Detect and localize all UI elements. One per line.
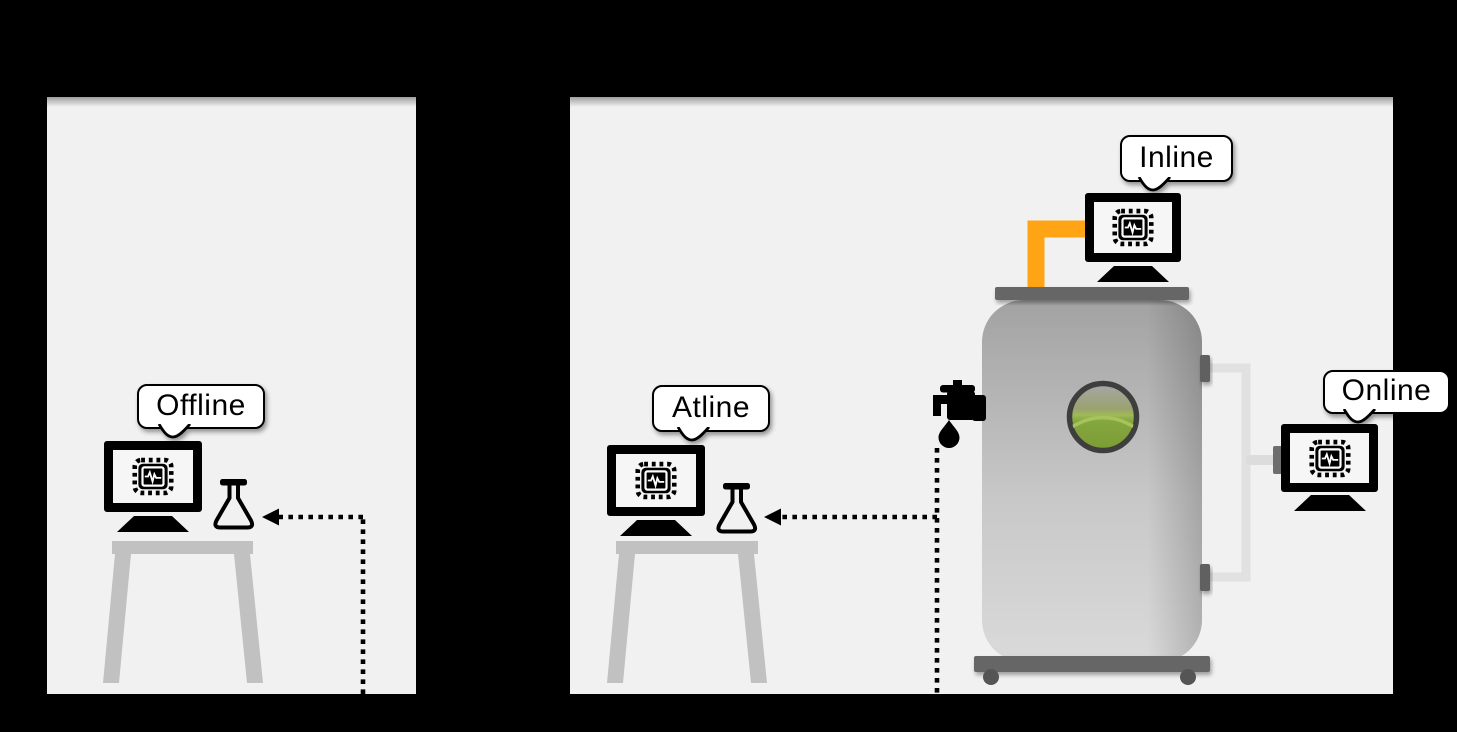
atline-callout: Atline bbox=[652, 385, 770, 442]
inline-label: Inline bbox=[1139, 140, 1214, 174]
atline-label: Atline bbox=[671, 390, 751, 424]
online-monitor bbox=[1281, 424, 1378, 492]
inline-callout: Inline bbox=[1120, 135, 1233, 192]
offline-label: Offline bbox=[156, 388, 246, 422]
callout-tail bbox=[1137, 177, 1172, 192]
chip-waveform-icon bbox=[635, 461, 677, 500]
atline-monitor bbox=[607, 445, 705, 516]
chip-waveform-icon bbox=[1112, 208, 1154, 247]
online-callout: Online bbox=[1323, 370, 1450, 424]
chip-waveform-icon bbox=[1308, 439, 1351, 477]
inline-monitor bbox=[1085, 193, 1181, 262]
callout-tail bbox=[1342, 409, 1377, 424]
online-label: Online bbox=[1341, 374, 1432, 407]
callout-tail bbox=[157, 424, 192, 439]
offline-monitor bbox=[104, 441, 202, 512]
chip-waveform-icon bbox=[132, 457, 174, 496]
callout-tail bbox=[676, 427, 711, 442]
offline-callout: Offline bbox=[137, 384, 265, 439]
